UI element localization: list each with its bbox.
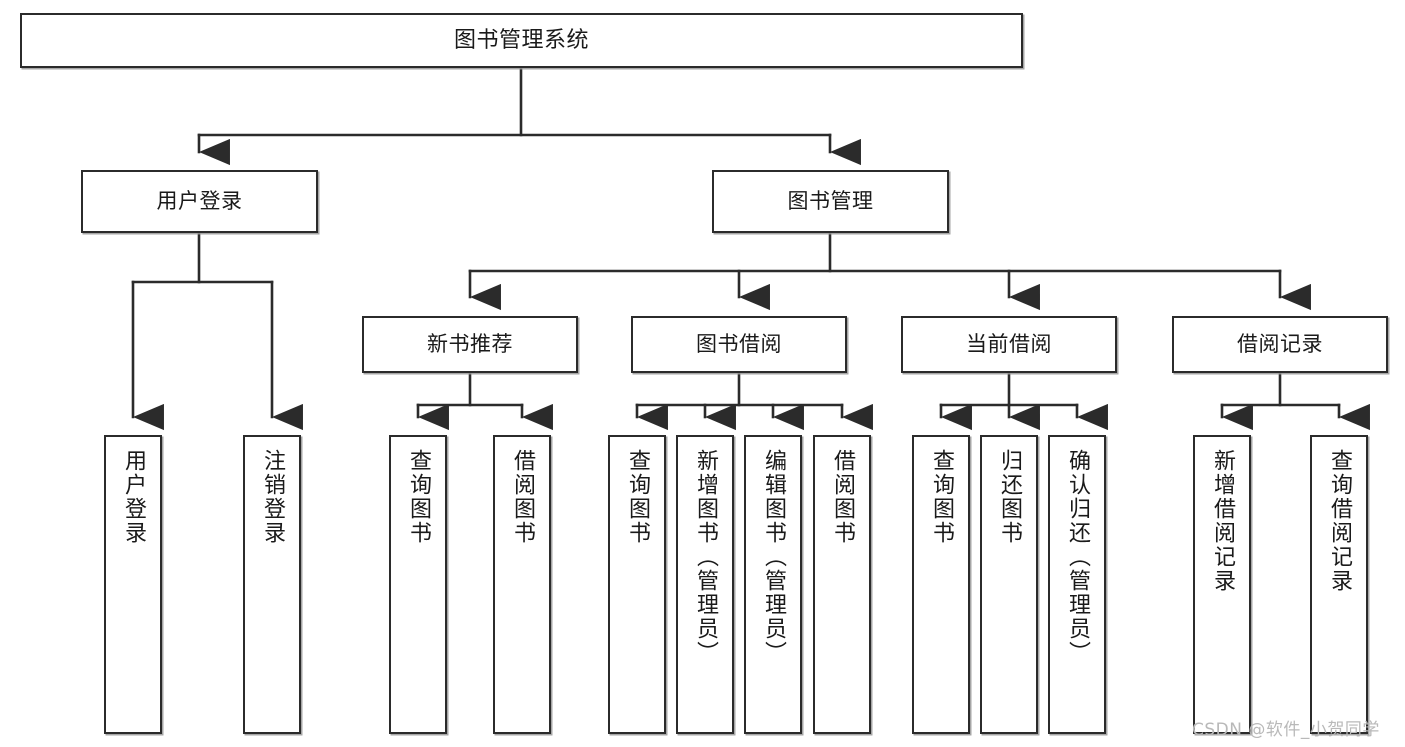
node-label: 归还图书	[997, 449, 1022, 545]
node-user-login[interactable]: 用户登录	[81, 170, 318, 233]
leaf-borrow-edit-book-admin[interactable]: 编辑图书（管理员）	[744, 435, 802, 734]
leaf-logout[interactable]: 注销登录	[243, 435, 301, 734]
leaf-current-query-book[interactable]: 查询图书	[912, 435, 970, 734]
node-label: 新增图书（管理员）	[693, 449, 718, 665]
leaf-record-query-record[interactable]: 查询借阅记录	[1310, 435, 1368, 734]
node-new-book-recommendation[interactable]: 新书推荐	[362, 316, 578, 373]
leaf-current-confirm-return-admin[interactable]: 确认归还（管理员）	[1048, 435, 1106, 734]
leaf-user-login[interactable]: 用户登录	[104, 435, 162, 734]
node-label: 编辑图书（管理员）	[761, 449, 786, 665]
leaf-borrow-query-book[interactable]: 查询图书	[608, 435, 666, 734]
leaf-borrow-add-book-admin[interactable]: 新增图书（管理员）	[676, 435, 734, 734]
node-label: 图书借阅	[696, 332, 782, 357]
node-label: 当前借阅	[966, 332, 1052, 357]
node-book-borrowing[interactable]: 图书借阅	[631, 316, 847, 373]
node-label: 图书管理系统	[453, 27, 589, 53]
node-label: 借阅记录	[1237, 332, 1323, 357]
node-current-borrowing[interactable]: 当前借阅	[901, 316, 1117, 373]
node-label: 确认归还（管理员）	[1065, 449, 1090, 665]
node-label: 借阅图书	[510, 449, 535, 545]
node-label: 用户登录	[156, 189, 243, 214]
node-label: 借阅图书	[830, 449, 855, 545]
node-label: 查询借阅记录	[1327, 449, 1352, 593]
leaf-rec-borrow-book[interactable]: 借阅图书	[493, 435, 551, 734]
node-label: 查询图书	[406, 449, 431, 545]
leaf-record-add-record[interactable]: 新增借阅记录	[1193, 435, 1251, 734]
node-label: 新书推荐	[427, 332, 513, 357]
node-book-management[interactable]: 图书管理	[712, 170, 949, 233]
node-label: 注销登录	[260, 449, 285, 545]
node-label: 查询图书	[929, 449, 954, 545]
leaf-current-return-book[interactable]: 归还图书	[980, 435, 1038, 734]
node-root-book-management-system[interactable]: 图书管理系统	[20, 13, 1023, 68]
node-label: 查询图书	[625, 449, 650, 545]
node-label: 图书管理	[787, 189, 874, 214]
csdn-watermark: CSDN @软件_小贺同学	[1192, 720, 1380, 740]
leaf-rec-query-book[interactable]: 查询图书	[389, 435, 447, 734]
node-label: 用户登录	[121, 449, 146, 545]
node-borrowing-record[interactable]: 借阅记录	[1172, 316, 1388, 373]
node-label: 新增借阅记录	[1210, 449, 1235, 593]
leaf-borrow-borrow-book[interactable]: 借阅图书	[813, 435, 871, 734]
